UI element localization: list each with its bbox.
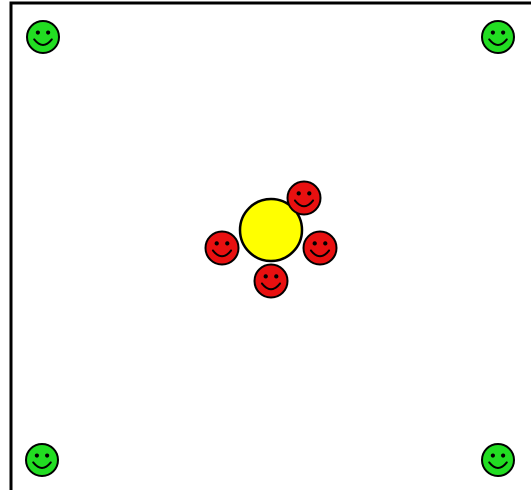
yellow-orb-icon[interactable] — [238, 197, 304, 263]
red-smiley-icon-upper-right[interactable] — [286, 180, 322, 216]
green-smiley-icon-top-right-face — [481, 20, 515, 54]
green-smiley-icon-bottom-left[interactable] — [25, 443, 59, 477]
green-smiley-icon-bottom-left-face — [25, 443, 59, 477]
smile-mouth-icon — [293, 199, 315, 208]
green-smiley-icon-top-right[interactable] — [481, 20, 515, 54]
left-eye-icon — [35, 30, 40, 35]
red-smiley-icon-right[interactable] — [302, 230, 338, 266]
smile-mouth-icon — [211, 249, 233, 258]
green-smiley-icon-top-left[interactable] — [26, 20, 60, 54]
right-eye-icon — [501, 30, 506, 35]
green-smiley-icon-bottom-right[interactable] — [481, 443, 515, 477]
red-smiley-icon-left[interactable] — [204, 230, 240, 266]
red-smiley-icon-right-face — [302, 230, 338, 266]
left-eye-icon — [214, 241, 219, 246]
left-eye-icon — [34, 453, 39, 458]
right-eye-icon — [46, 30, 51, 35]
left-eye-icon — [312, 241, 317, 246]
smile-mouth-icon — [309, 249, 331, 258]
green-smiley-icon-top-left-face — [26, 20, 60, 54]
red-smiley-icon-upper-right-face — [286, 180, 322, 216]
left-eye-icon — [263, 274, 268, 279]
left-eye-icon — [490, 30, 495, 35]
smile-mouth-icon — [33, 38, 53, 46]
left-eye-icon — [490, 453, 495, 458]
left-eye-icon — [296, 191, 301, 196]
smile-mouth-icon — [488, 461, 508, 469]
right-eye-icon — [225, 241, 230, 246]
smile-mouth-icon — [32, 461, 52, 469]
smile-mouth-icon — [260, 282, 282, 291]
red-smiley-icon-left-face — [204, 230, 240, 266]
smile-mouth-icon — [488, 38, 508, 46]
right-eye-icon — [45, 453, 50, 458]
right-eye-icon — [307, 191, 312, 196]
red-smiley-icon-bottom[interactable] — [253, 263, 289, 299]
right-eye-icon — [501, 453, 506, 458]
right-eye-icon — [274, 274, 279, 279]
red-smiley-icon-bottom-face — [253, 263, 289, 299]
right-eye-icon — [323, 241, 328, 246]
green-smiley-icon-bottom-right-face — [481, 443, 515, 477]
